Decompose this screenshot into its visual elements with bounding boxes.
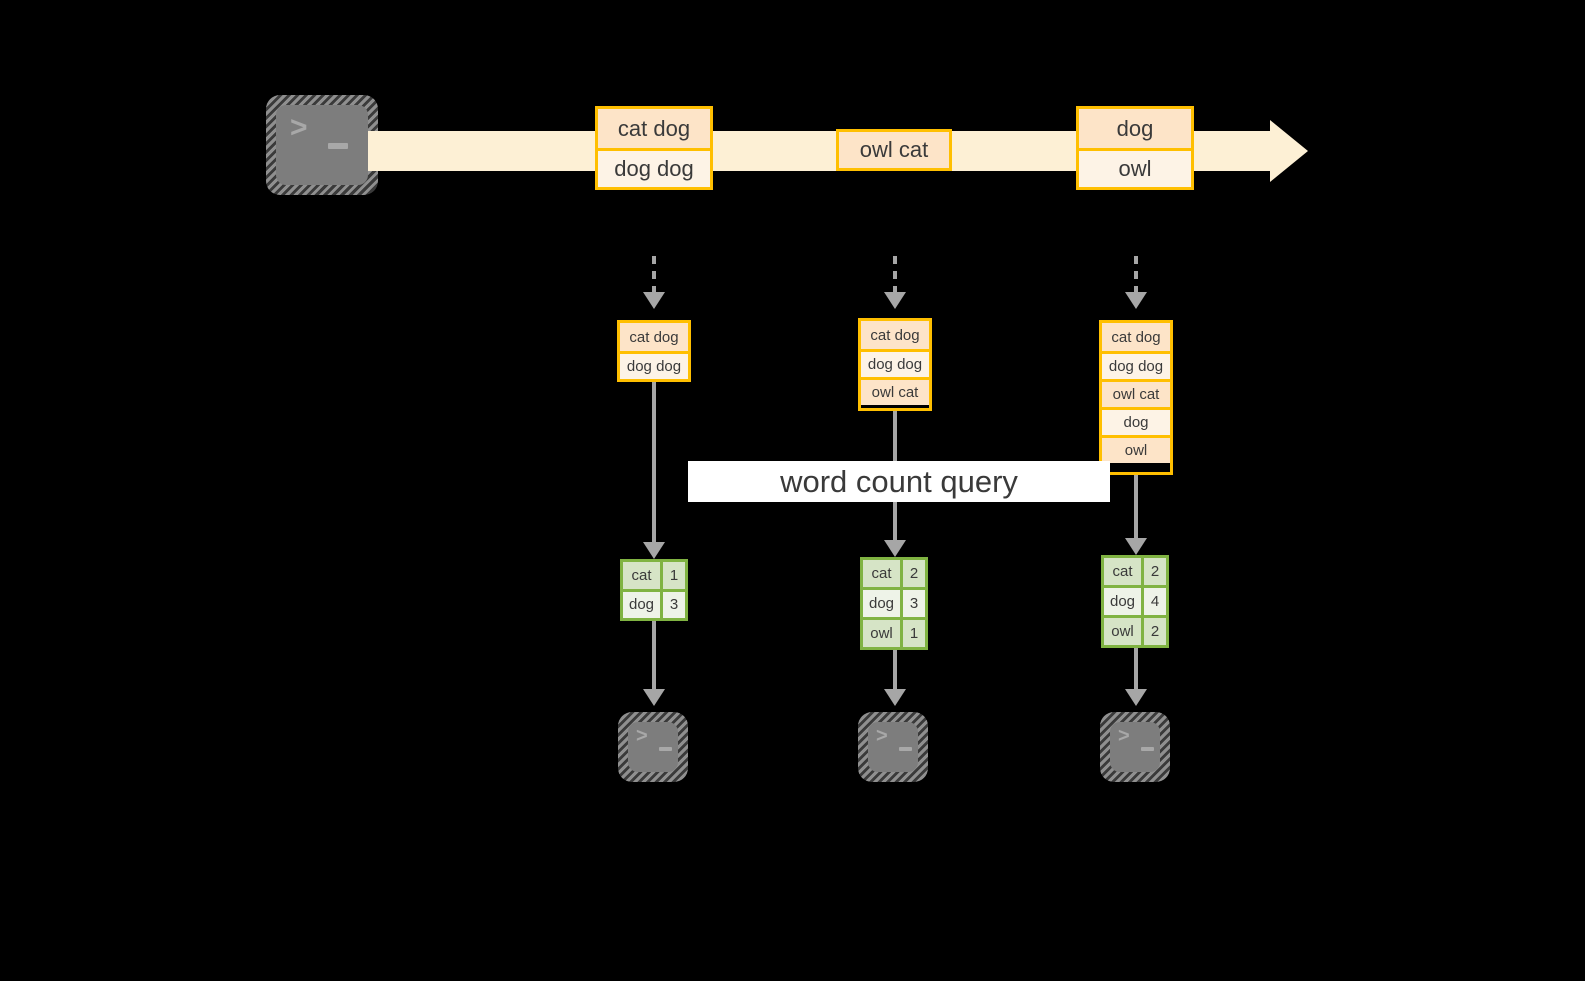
count-word: dog bbox=[863, 590, 903, 617]
count-word: cat bbox=[863, 560, 903, 587]
terminal-cursor-dash bbox=[899, 747, 912, 751]
stream-event-3: dog owl bbox=[1076, 106, 1194, 190]
count-row: dog 3 bbox=[863, 587, 925, 617]
accumulated-line: cat dog bbox=[620, 323, 688, 351]
snapshot-2-count-table: cat 2 dog 3 owl 1 bbox=[860, 557, 928, 650]
stream-event-line: dog dog bbox=[598, 148, 710, 187]
terminal-prompt-chevron: > bbox=[876, 725, 888, 747]
snapshot-3-accumulated-box: cat dog dog dog owl cat dog owl bbox=[1099, 320, 1173, 475]
stream-event-line: owl cat bbox=[839, 132, 949, 168]
snapshot-3-dashed-arrowhead bbox=[1125, 292, 1147, 309]
source-terminal-icon: > bbox=[266, 95, 378, 195]
count-row: dog 4 bbox=[1104, 585, 1166, 615]
accumulated-line: cat dog bbox=[1102, 323, 1170, 351]
query-banner: word count query bbox=[688, 461, 1110, 502]
count-word: dog bbox=[1104, 588, 1144, 615]
accumulated-line: owl bbox=[1102, 435, 1170, 463]
accumulated-line: dog dog bbox=[1102, 351, 1170, 379]
terminal-face: > bbox=[1110, 722, 1160, 772]
accumulated-line: owl cat bbox=[1102, 379, 1170, 407]
accumulated-line: dog bbox=[1102, 407, 1170, 435]
terminal-prompt-chevron: > bbox=[290, 111, 308, 144]
snapshot-2-accumulated-box: cat dog dog dog owl cat bbox=[858, 318, 932, 411]
snapshot-2-sink-connector bbox=[893, 650, 897, 693]
count-row: cat 1 bbox=[623, 562, 685, 589]
snapshot-1-sink-arrowhead bbox=[643, 689, 665, 706]
count-value: 1 bbox=[903, 620, 925, 647]
accumulated-line: cat dog bbox=[861, 321, 929, 349]
snapshot-3-sink-terminal-icon: > bbox=[1100, 712, 1170, 782]
count-row: cat 2 bbox=[863, 560, 925, 587]
snapshot-2-sink-arrowhead bbox=[884, 689, 906, 706]
snapshot-3-sink-connector bbox=[1134, 648, 1138, 693]
snapshot-1-accumulated-box: cat dog dog dog bbox=[617, 320, 691, 382]
snapshot-2-dashed-arrowhead bbox=[884, 292, 906, 309]
count-row: owl 2 bbox=[1104, 615, 1166, 645]
stream-event-line: cat dog bbox=[598, 109, 710, 148]
terminal-face: > bbox=[868, 722, 918, 772]
count-row: dog 3 bbox=[623, 588, 685, 618]
count-value: 2 bbox=[1144, 618, 1166, 645]
terminal-cursor-dash bbox=[1141, 747, 1154, 751]
count-value: 3 bbox=[903, 590, 925, 617]
count-word: cat bbox=[1104, 558, 1144, 585]
count-word: owl bbox=[863, 620, 903, 647]
terminal-prompt-chevron: > bbox=[636, 725, 648, 747]
terminal-cursor-dash bbox=[328, 143, 348, 149]
snapshot-2-dashed-connector bbox=[893, 256, 897, 296]
snapshot-3-count-table: cat 2 dog 4 owl 2 bbox=[1101, 555, 1169, 648]
snapshot-2-sink-terminal-icon: > bbox=[858, 712, 928, 782]
count-value: 2 bbox=[1144, 558, 1166, 585]
snapshot-3-dashed-connector bbox=[1134, 256, 1138, 296]
terminal-prompt-chevron: > bbox=[1118, 725, 1130, 747]
count-row: cat 2 bbox=[1104, 558, 1166, 585]
snapshot-1-sink-terminal-icon: > bbox=[618, 712, 688, 782]
snapshot-1-query-arrowhead bbox=[643, 542, 665, 559]
snapshot-3-sink-arrowhead bbox=[1125, 689, 1147, 706]
terminal-cursor-dash bbox=[659, 747, 672, 751]
snapshot-3-query-connector bbox=[1134, 475, 1138, 542]
stream-event-line: owl bbox=[1079, 148, 1191, 187]
accumulated-line: dog dog bbox=[620, 351, 688, 379]
count-value: 1 bbox=[663, 562, 685, 589]
snapshot-1-dashed-connector bbox=[652, 256, 656, 296]
stream-event-line: dog bbox=[1079, 109, 1191, 148]
accumulated-line: dog dog bbox=[861, 349, 929, 377]
count-value: 4 bbox=[1144, 588, 1166, 615]
count-word: cat bbox=[623, 562, 663, 589]
terminal-face: > bbox=[628, 722, 678, 772]
accumulated-line: owl cat bbox=[861, 377, 929, 405]
count-word: dog bbox=[623, 591, 663, 618]
terminal-face: > bbox=[276, 105, 368, 185]
stream-event-1: cat dog dog dog bbox=[595, 106, 713, 190]
snapshot-1-count-table: cat 1 dog 3 bbox=[620, 559, 688, 621]
count-word: owl bbox=[1104, 618, 1144, 645]
count-row: owl 1 bbox=[863, 617, 925, 647]
count-value: 2 bbox=[903, 560, 925, 587]
query-banner-label: word count query bbox=[780, 463, 1018, 499]
count-value: 3 bbox=[663, 591, 685, 618]
snapshot-2-query-arrowhead bbox=[884, 540, 906, 557]
stream-arrow-head bbox=[1270, 120, 1308, 182]
snapshot-1-dashed-arrowhead bbox=[643, 292, 665, 309]
snapshot-1-query-connector bbox=[652, 382, 656, 546]
snapshot-1-sink-connector bbox=[652, 621, 656, 693]
snapshot-3-query-arrowhead bbox=[1125, 538, 1147, 555]
stream-event-2: owl cat bbox=[836, 129, 952, 171]
